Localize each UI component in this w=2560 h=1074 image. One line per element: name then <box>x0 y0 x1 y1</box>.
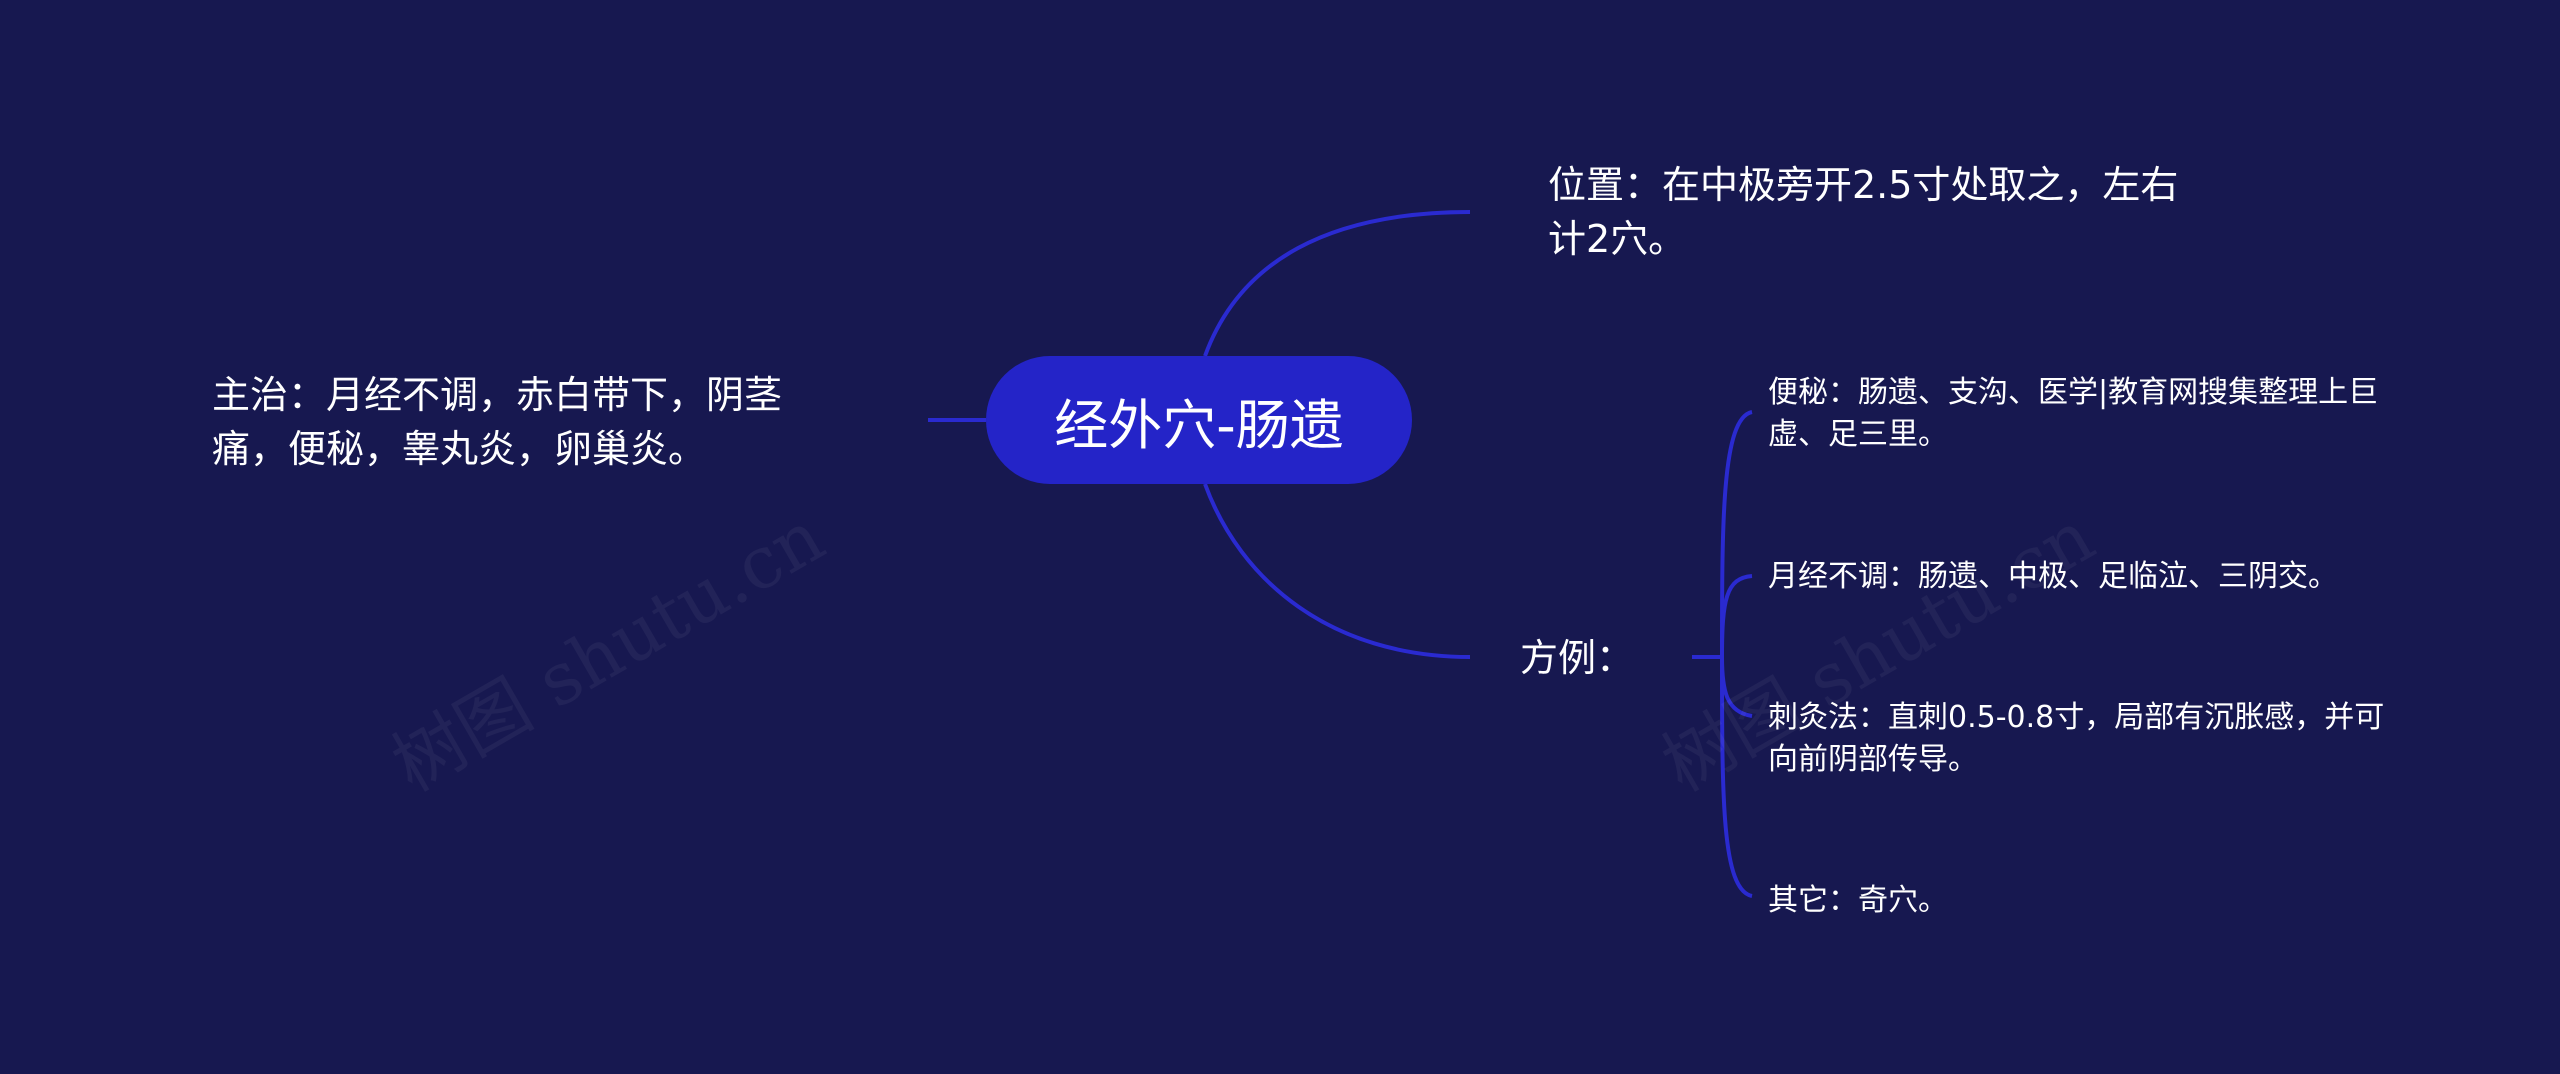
subtopic-menstruation[interactable]: 月经不调：肠遗、中极、足临泣、三阴交。 <box>1768 559 2338 594</box>
branch-location[interactable]: 位置：在中极旁开2.5寸处取之，左右计2穴。 <box>1548 163 2179 261</box>
watermark: 树图 shutu.cn <box>378 493 838 808</box>
connector-fangli <box>1203 483 1471 659</box>
subtopic-acupuncture-method[interactable]: 刺灸法：直刺0.5-0.8寸，局部有沉胀感，并可向前阴部传导。 <box>1768 700 2385 777</box>
subtopic-constipation[interactable]: 便秘：肠遗、支沟、医学|教育网搜集整理上巨虚、足三里。 <box>1768 375 2379 452</box>
connector-sub-menstr <box>1720 574 1753 658</box>
branch-fangli[interactable]: 方例： <box>1520 636 1635 680</box>
subtopic-other[interactable]: 其它：奇穴。 <box>1768 883 1948 918</box>
connector-sub-constip <box>1720 410 1753 658</box>
connector-location <box>1203 210 1471 357</box>
branch-indication[interactable]: 主治：月经不调，赤白带下，阴茎痛，便秘，睾丸炎，卵巢炎。 <box>212 373 783 471</box>
central-topic[interactable]: 经外穴-肠遗 <box>986 356 1412 484</box>
